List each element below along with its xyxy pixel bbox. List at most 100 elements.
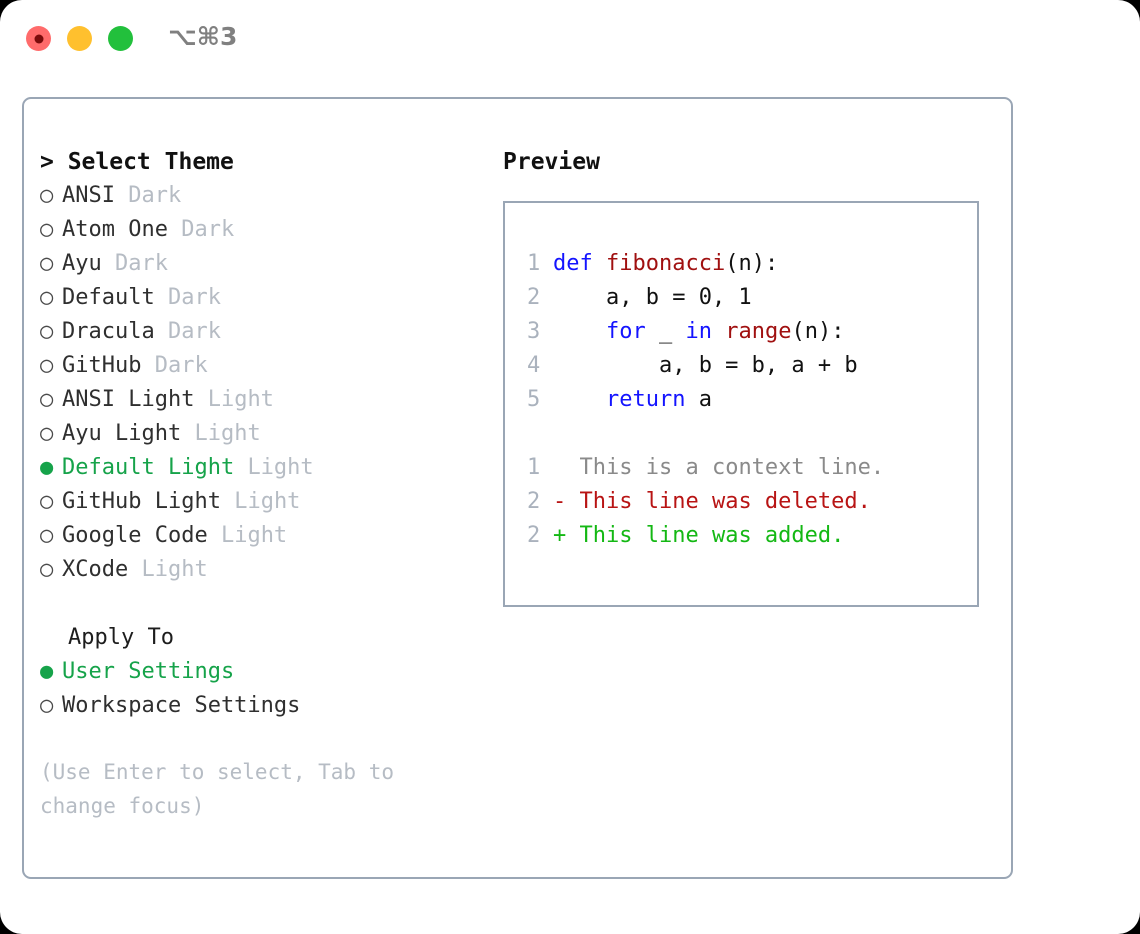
theme-option-label: GitHub Light bbox=[62, 489, 221, 514]
radio-selected-icon: ● bbox=[40, 659, 54, 684]
theme-option-google-code[interactable]: ○Google Code Light bbox=[40, 519, 480, 553]
close-button[interactable] bbox=[26, 26, 51, 51]
theme-variant-badge: Light bbox=[194, 421, 261, 446]
keyboard-hint-text: (Use Enter to select, Tab to change focu… bbox=[40, 760, 407, 818]
code-token-plain: (n): bbox=[725, 251, 779, 276]
minimize-button[interactable] bbox=[67, 26, 92, 51]
theme-option-github-light[interactable]: ○ GitHub Light Light bbox=[40, 485, 480, 519]
line-number: 1 bbox=[527, 251, 541, 276]
diff-marker-spacer bbox=[566, 489, 579, 514]
theme-variant-badge: Dark bbox=[167, 319, 221, 344]
label-spacer bbox=[141, 353, 154, 378]
theme-option-list: ○ANSI Dark○Atom One Dark○Ayu Dark○Defaul… bbox=[40, 179, 480, 587]
line-number: 2 bbox=[527, 489, 541, 514]
label-spacer bbox=[155, 285, 168, 310]
theme-option-label: GitHub bbox=[62, 353, 142, 378]
diff-marker-spacer bbox=[566, 455, 579, 480]
code-token-plain: a, b = b, a + b bbox=[553, 353, 858, 378]
theme-variant-badge: Light bbox=[247, 455, 314, 480]
maximize-button[interactable] bbox=[108, 26, 133, 51]
keyboard-shortcut-label: ⌥⌘3 bbox=[168, 22, 238, 51]
theme-variant-badge: Dark bbox=[115, 251, 168, 276]
theme-option-label: Ayu bbox=[62, 251, 102, 276]
diff-text: This is a context line. bbox=[579, 455, 885, 480]
radio-unselected-icon: ○ bbox=[40, 523, 54, 548]
apply-to-header: Apply To bbox=[68, 625, 174, 650]
diff-marker: + bbox=[553, 523, 567, 548]
apply-to-option-workspace-settings[interactable]: ○Workspace Settings bbox=[40, 689, 480, 723]
theme-option-dracula[interactable]: ○ Dracula Dark bbox=[40, 315, 480, 349]
theme-variant-badge: Dark bbox=[181, 217, 235, 242]
label-spacer bbox=[115, 183, 128, 208]
radio-unselected-icon: ○ bbox=[40, 489, 54, 514]
theme-option-default[interactable]: ○Default Dark bbox=[40, 281, 480, 315]
theme-variant-badge: Light bbox=[220, 523, 288, 548]
theme-variant-badge: Light bbox=[234, 489, 301, 514]
radio-unselected-icon: ○ bbox=[40, 319, 54, 344]
title-bar: ⌥⌘3 bbox=[0, 0, 1140, 78]
label-spacer bbox=[128, 557, 141, 582]
theme-selection-column: > Select Theme ○ANSI Dark○Atom One Dark○… bbox=[40, 145, 480, 823]
code-token-plain bbox=[553, 319, 606, 344]
theme-option-label: ANSI bbox=[62, 183, 115, 208]
code-token-plain: _ bbox=[645, 319, 686, 344]
code-token-keyword: def bbox=[553, 251, 606, 276]
theme-option-label: ANSI Light bbox=[62, 387, 195, 412]
section-spacer bbox=[40, 587, 480, 621]
theme-option-ansi[interactable]: ○ANSI Dark bbox=[40, 179, 480, 213]
theme-option-ayu[interactable]: ○ Ayu Dark bbox=[40, 247, 480, 281]
diff-marker-spacer bbox=[566, 523, 579, 548]
code-line: 1 def fibonacci(n): bbox=[527, 247, 977, 281]
line-number: 5 bbox=[527, 387, 541, 412]
diff-text: This line was deleted. bbox=[579, 489, 871, 514]
diff-marker: - bbox=[553, 489, 567, 514]
preview-header: Preview bbox=[503, 149, 600, 175]
theme-option-github[interactable]: ○GitHub Dark bbox=[40, 349, 480, 383]
theme-option-label: Atom One bbox=[62, 217, 168, 242]
label-spacer bbox=[234, 455, 247, 480]
radio-unselected-icon: ○ bbox=[40, 557, 54, 582]
code-token-plain: (n): bbox=[791, 319, 845, 344]
diff-marker bbox=[553, 455, 566, 480]
theme-option-label: XCode bbox=[62, 557, 129, 582]
label-spacer bbox=[194, 387, 207, 412]
diff-line-deleted: 2- This line was deleted. bbox=[527, 485, 977, 519]
code-token-function: range bbox=[725, 319, 792, 344]
radio-unselected-icon: ○ bbox=[40, 217, 54, 242]
apply-to-option-label: User Settings bbox=[62, 659, 235, 684]
code-line: 2 a, b = 0, 1 bbox=[527, 281, 977, 315]
radio-unselected-icon: ○ bbox=[40, 693, 54, 718]
diff-text: This line was added. bbox=[579, 523, 845, 548]
apply-to-option-list: ● User Settings ○Workspace Settings bbox=[40, 655, 480, 723]
label-spacer bbox=[208, 523, 221, 548]
theme-option-label: Default bbox=[62, 285, 155, 310]
label-spacer bbox=[155, 319, 168, 344]
radio-unselected-icon: ○ bbox=[40, 251, 54, 276]
recording-indicator-icon bbox=[34, 34, 43, 43]
theme-option-atom-one[interactable]: ○ Atom One Dark bbox=[40, 213, 480, 247]
theme-variant-badge: Light bbox=[207, 387, 274, 412]
theme-option-label: Dracula bbox=[62, 319, 155, 344]
theme-option-ansi-light[interactable]: ○ ANSI Light Light bbox=[40, 383, 480, 417]
line-number: 1 bbox=[527, 455, 541, 480]
apply-to-option-user-settings[interactable]: ● User Settings bbox=[40, 655, 480, 689]
label-spacer bbox=[221, 489, 234, 514]
code-token-keyword: return bbox=[605, 387, 686, 412]
theme-option-xcode[interactable]: ○ XCode Light bbox=[40, 553, 480, 587]
code-token-keyword: for bbox=[605, 319, 646, 344]
theme-option-default-light[interactable]: ●Default Light Light bbox=[40, 451, 480, 485]
theme-option-label: Default Light bbox=[62, 455, 235, 480]
radio-unselected-icon: ○ bbox=[40, 353, 54, 378]
code-diff-spacer bbox=[527, 417, 977, 451]
radio-unselected-icon: ○ bbox=[40, 183, 54, 208]
radio-unselected-icon: ○ bbox=[40, 387, 54, 412]
theme-variant-badge: Light bbox=[141, 557, 208, 582]
line-number: 3 bbox=[527, 319, 541, 344]
code-token-function: fibonacci bbox=[605, 251, 726, 276]
code-token-plain bbox=[553, 387, 606, 412]
theme-option-ayu-light[interactable]: ○Ayu Light Light bbox=[40, 417, 480, 451]
diff-line-context: 1 This is a context line. bbox=[527, 451, 977, 485]
